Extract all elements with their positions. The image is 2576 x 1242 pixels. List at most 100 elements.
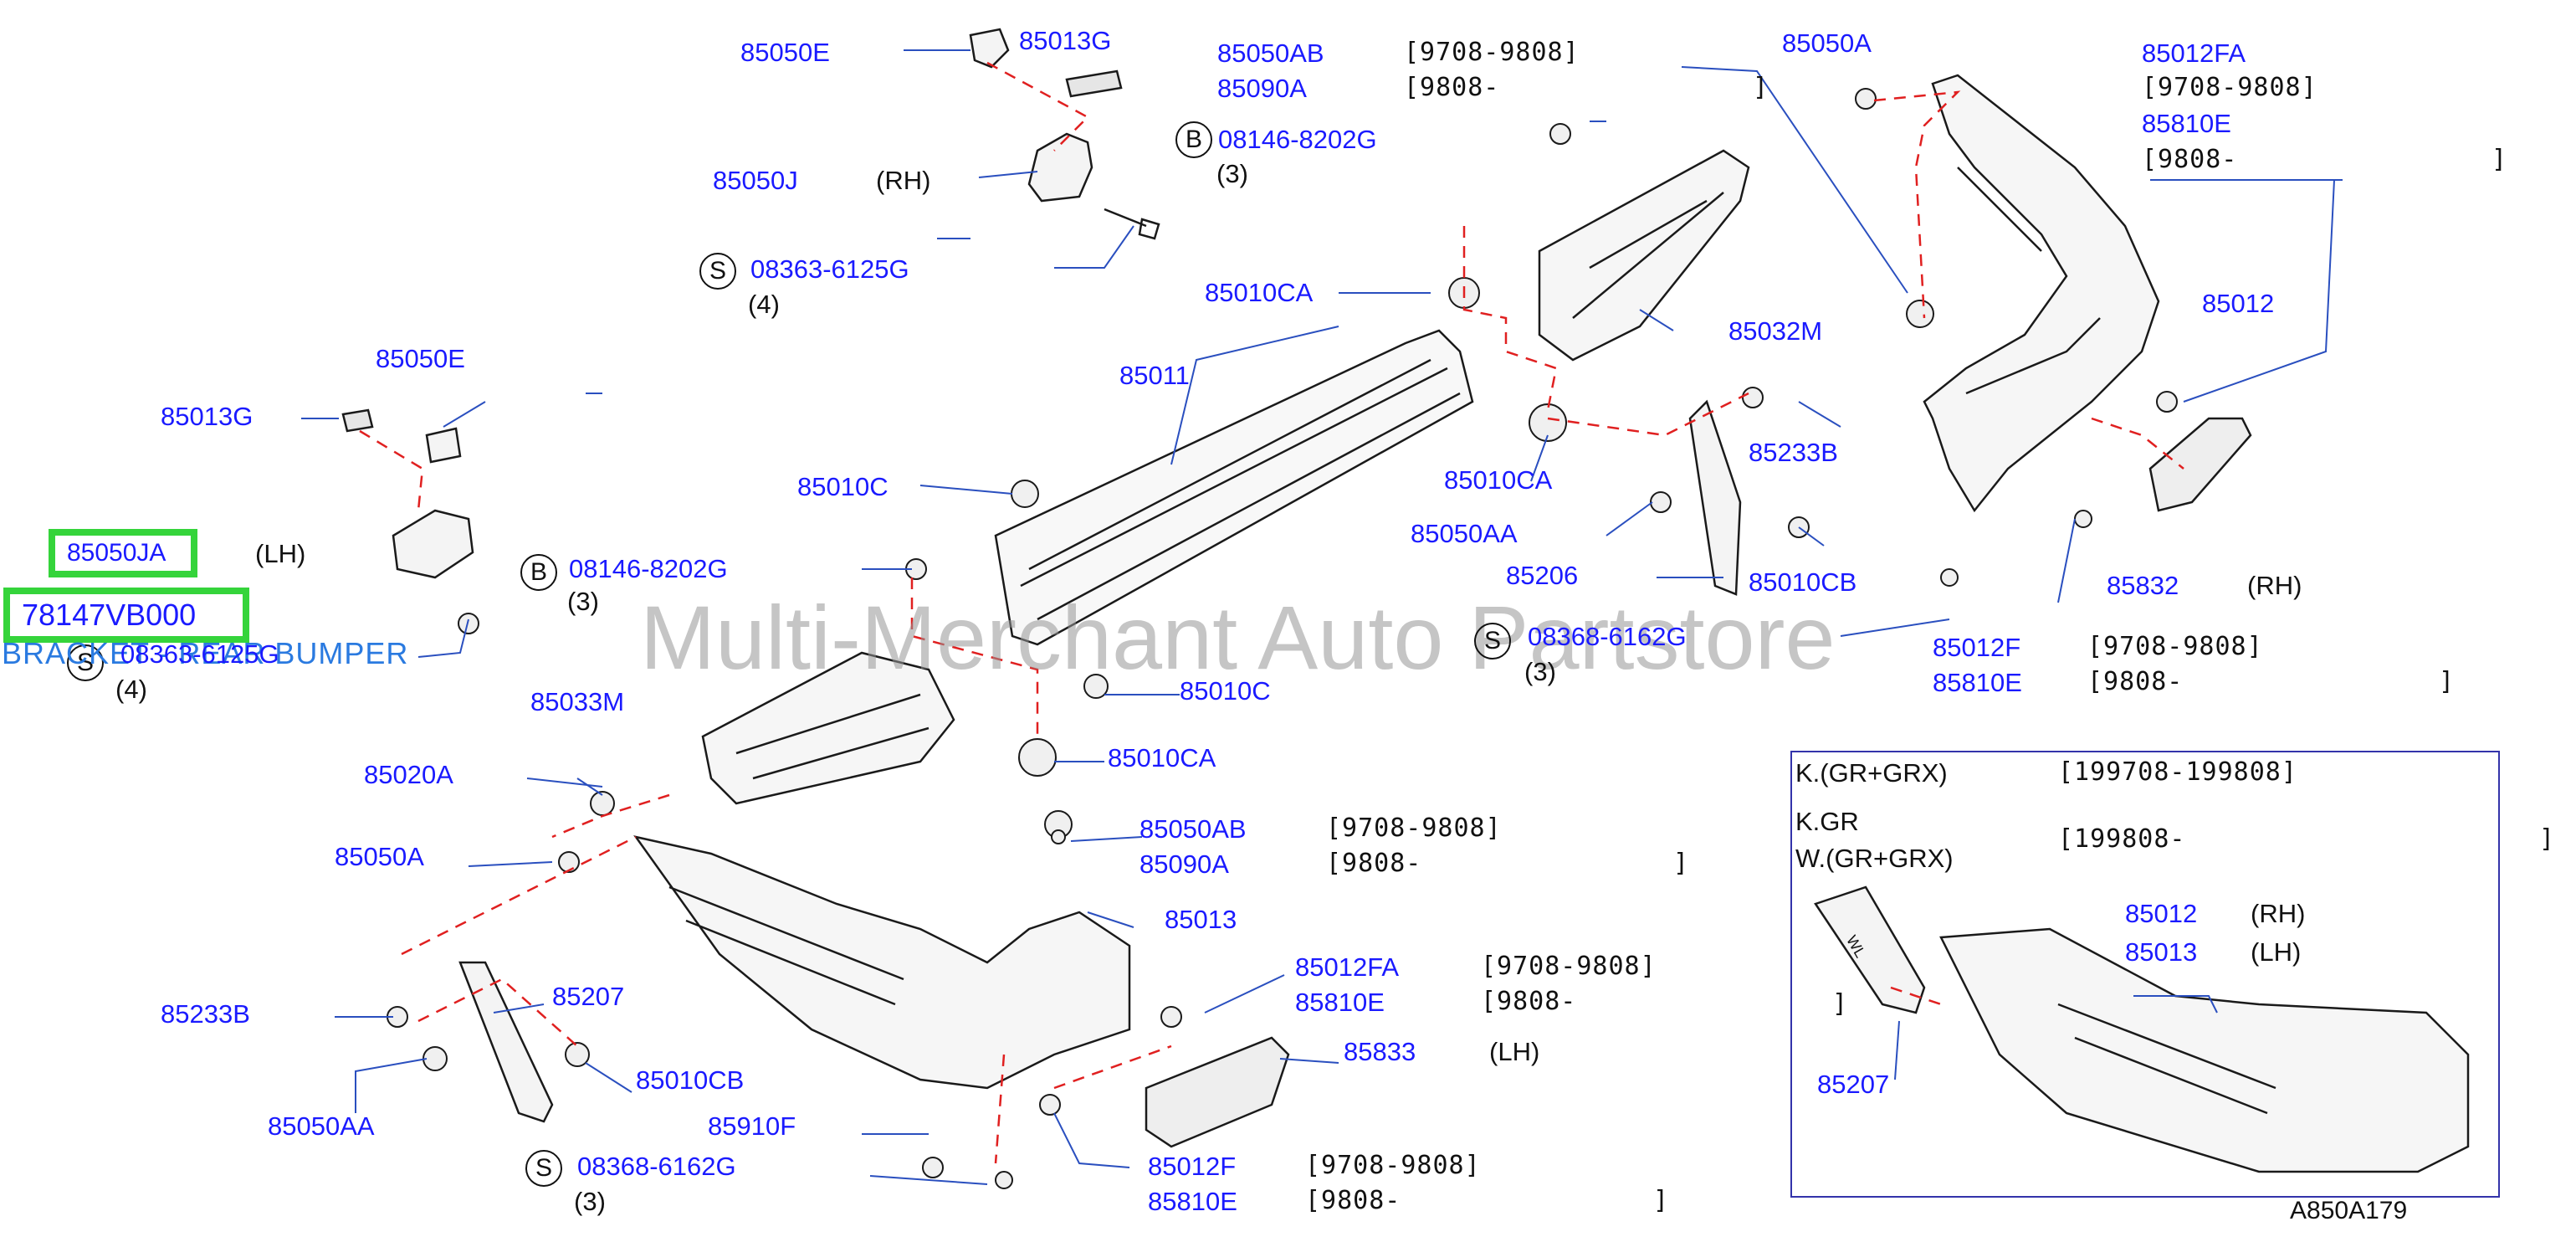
bolt-08363-top [1104, 208, 1160, 240]
label-85050J[interactable]: 85050J [713, 166, 798, 195]
highlight-85050JA[interactable]: 85050JA [49, 529, 197, 577]
label-85206[interactable]: 85206 [1506, 561, 1579, 590]
label-85020A[interactable]: 85020A [364, 760, 453, 789]
label-85050AB-low[interactable]: 85050AB [1139, 814, 1247, 844]
clip-85050E-mid-part [425, 427, 462, 464]
qty-08363-mid: (4) [115, 675, 147, 704]
label-85050AA-low[interactable]: 85050AA [268, 1111, 375, 1141]
label-85233B-top[interactable]: 85233B [1749, 438, 1838, 467]
date-85810E-top: [9808- [2142, 145, 2238, 174]
label-85910F[interactable]: 85910F [708, 1111, 796, 1141]
label-85050A-low[interactable]: 85050A [335, 842, 424, 871]
close-85090A-top: ] [1753, 73, 1769, 102]
label-85010CB-top[interactable]: 85010CB [1749, 567, 1857, 597]
date-85012FA-top: [9708-9808] [2142, 73, 2317, 102]
label-85010CA-1[interactable]: 85010CA [1205, 278, 1314, 307]
bracket-85033M-part [701, 651, 955, 805]
date-85050AB-top: [9708-9808] [1404, 38, 1580, 67]
beam-85011-part [994, 329, 1474, 646]
label-08146-8202G-top[interactable]: 08146-8202G [1218, 125, 1377, 154]
marker-b-08146-top: B [1175, 121, 1212, 158]
inset-wgr-close2: ] [1832, 989, 1849, 1019]
label-85012FA-low[interactable]: 85012FA [1295, 952, 1400, 982]
label-85010C-2[interactable]: 85010C [1180, 676, 1271, 706]
grille-85832-part [2148, 417, 2252, 512]
label-85050AA-top[interactable]: 85050AA [1411, 519, 1518, 548]
inset-stay-part [1814, 885, 1926, 1014]
label-85233B-low[interactable]: 85233B [161, 999, 250, 1029]
clip-85050E-top-part [969, 28, 1010, 69]
tape-85013G-mid [341, 408, 374, 433]
label-08363-6125G-top[interactable]: 08363-6125G [750, 254, 909, 284]
label-85833[interactable]: 85833 [1344, 1037, 1416, 1066]
highlight-78147VB000[interactable]: 78147VB000 [3, 588, 249, 643]
label-85810E-bottom[interactable]: 85810E [1148, 1187, 1237, 1216]
label-85032M[interactable]: 85032M [1728, 316, 1823, 346]
inset-wgr-date: [199808- [2058, 824, 2186, 854]
inset-kgr-grx: K.(GR+GRX) [1795, 758, 1948, 788]
label-85012[interactable]: 85012 [2202, 289, 2275, 318]
marker-s-08363-top: S [699, 253, 736, 290]
stay-85207-part [458, 961, 554, 1123]
label-85011[interactable]: 85011 [1119, 361, 1190, 390]
close-85810E-top: ] [2491, 145, 2508, 174]
bumper-85012-part [1923, 74, 2160, 513]
date-85090A-low: [9808- [1326, 849, 1422, 878]
close-85810E-bottom: ] [1653, 1186, 1670, 1215]
label-85050A-top[interactable]: 85050A [1782, 28, 1872, 58]
marker-s-08368-mid: S [1474, 623, 1511, 659]
label-85012F-low[interactable]: 85012F [1148, 1152, 1237, 1181]
inset-note-rh: (RH) [2251, 899, 2306, 928]
highlight-85050JA-label: 85050JA [67, 539, 166, 567]
label-85090A-low[interactable]: 85090A [1139, 849, 1229, 879]
inset-label-85207[interactable]: 85207 [1817, 1070, 1890, 1099]
highlight-78147VB000-label: 78147VB000 [22, 598, 197, 632]
inset-label-85012[interactable]: 85012 [2125, 899, 2198, 928]
inset-variant-box [1790, 751, 2500, 1198]
label-85013G-top[interactable]: 85013G [1019, 26, 1112, 55]
label-85050AB-top[interactable]: 85050AB [1217, 38, 1324, 68]
close-85090A-low: ] [1673, 849, 1690, 878]
label-85050E-mid[interactable]: 85050E [376, 344, 465, 373]
inset-kgr: K.GR [1795, 807, 1859, 836]
date-85810E-mid: [9808- [2087, 667, 2184, 696]
date-85012FA-low: [9708-9808] [1481, 952, 1657, 981]
qty-08368-low: (3) [574, 1187, 606, 1216]
label-85090A-top[interactable]: 85090A [1217, 74, 1307, 103]
inset-bumper-part [1939, 927, 2470, 1173]
label-85832[interactable]: 85832 [2107, 571, 2179, 600]
label-85010CB-low[interactable]: 85010CB [636, 1065, 745, 1095]
label-85810E-mid[interactable]: 85810E [1933, 668, 2022, 697]
label-85810E-low[interactable]: 85810E [1295, 988, 1385, 1017]
label-85012FA-top[interactable]: 85012FA [2142, 38, 2246, 68]
label-85013[interactable]: 85013 [1165, 905, 1237, 934]
label-85010CA-3[interactable]: 85010CA [1108, 743, 1216, 772]
bumper-85013-part [633, 835, 1131, 1090]
date-85090A-top: [9808- [1404, 73, 1500, 102]
label-85810E-top[interactable]: 85810E [2142, 109, 2231, 138]
bracket-85032M-part [1538, 149, 1750, 362]
label-85207-low[interactable]: 85207 [552, 982, 625, 1011]
inset-wgr-close: ] [2539, 824, 2556, 854]
qty-08146-mid: (3) [567, 587, 599, 616]
qty-08368-mid: (3) [1524, 657, 1556, 686]
label-85012F-mid[interactable]: 85012F [1933, 633, 2021, 662]
label-08363-6125G-mid[interactable]: 08363-6125G [120, 639, 279, 669]
label-85010CA-2[interactable]: 85010CA [1444, 465, 1553, 495]
label-08368-6162G-low[interactable]: 08368-6162G [577, 1152, 736, 1181]
label-08368-6162G-mid[interactable]: 08368-6162G [1528, 622, 1687, 651]
label-08146-8202G-mid[interactable]: 08146-8202G [569, 554, 728, 583]
qty-08146-top: (3) [1216, 159, 1248, 188]
label-85050E-top[interactable]: 85050E [740, 38, 830, 67]
label-85033M[interactable]: 85033M [530, 687, 625, 716]
stay-85206-part [1688, 399, 1742, 596]
marker-s-08368-low: S [525, 1150, 562, 1187]
part-description: BRACKET - REAR BUMPER [2, 636, 409, 670]
label-85013G-mid[interactable]: 85013G [161, 402, 254, 431]
inset-label-85013[interactable]: 85013 [2125, 937, 2198, 967]
date-85012F-low: [9708-9808] [1305, 1151, 1481, 1180]
note-lh-85833: (LH) [1489, 1037, 1540, 1066]
marker-b-08146-mid: B [520, 554, 557, 591]
label-85010C-1[interactable]: 85010C [797, 472, 889, 501]
